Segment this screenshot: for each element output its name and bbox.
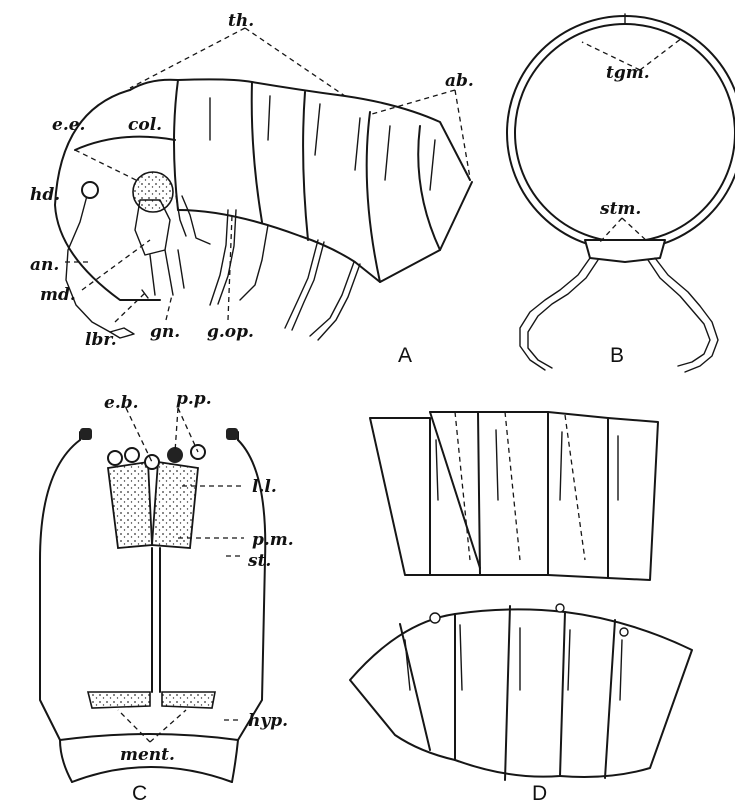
label-hyp: hyp. [248, 711, 288, 731]
mentum-right [162, 692, 215, 708]
panel-label-c: C [132, 782, 147, 804]
label-gop: g.op. [207, 322, 254, 342]
segment-strip-upper [370, 412, 658, 580]
millipede-body [55, 79, 472, 340]
label-md: md. [40, 285, 76, 305]
label-th: th. [228, 11, 254, 31]
panel-a-drawing: th. ab. e.e. col. hd. an. md. lbr. gn. g… [30, 11, 474, 367]
panel-label-d: D [532, 782, 547, 804]
label-pm: p.m. [252, 530, 294, 550]
panel-a-leaders [62, 28, 470, 322]
label-gn: gn. [150, 322, 180, 342]
lingual-lamella-right [152, 462, 198, 548]
label-pp: p.p. [176, 389, 212, 409]
label-hd: hd. [30, 185, 60, 205]
segment-strip-lower [350, 604, 692, 780]
label-ab: ab. [445, 71, 474, 91]
panel-b-drawing: tgm. stm. B [507, 14, 735, 372]
label-stm: stm. [599, 199, 641, 219]
mentum-left [88, 692, 150, 708]
label-tgm: tgm. [606, 63, 650, 83]
label-ment: ment. [120, 745, 175, 765]
label-ee: e.e. [52, 115, 85, 135]
label-ll: l.l. [252, 477, 277, 497]
lingual-lamella-left [108, 462, 152, 548]
sternite [585, 240, 665, 262]
panel-label-b: B [610, 344, 624, 367]
panel-d-drawing: D [350, 412, 692, 804]
panel-c-drawing: e.b. p.p. l.l. p.m. st. hyp. ment. C [40, 389, 294, 804]
panel-label-a: A [398, 344, 412, 367]
label-an: an. [30, 255, 59, 275]
label-col: col. [128, 115, 162, 135]
label-lbr: lbr. [85, 330, 117, 350]
label-st: st. [247, 551, 271, 571]
label-eb: e.b. [104, 393, 139, 413]
